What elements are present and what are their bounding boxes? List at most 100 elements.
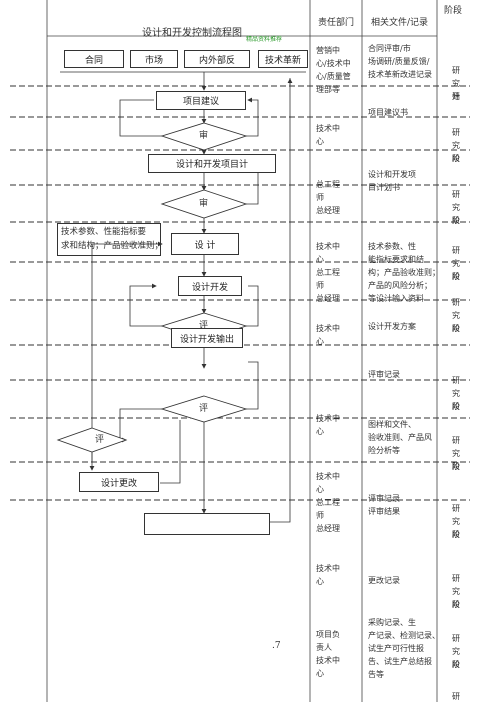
docs-cell-line: 目计划书 xyxy=(368,183,400,192)
dept-cell-line: 理部等 xyxy=(316,85,340,94)
docs-cell-line: 技术革新改进记录 xyxy=(368,70,432,79)
stage-cell-line: 究 阶 xyxy=(452,259,460,281)
dept-cell-line: 总工程 xyxy=(316,498,340,507)
stage-cell-line: 段 xyxy=(452,216,460,225)
project-proposal-box: 项目建议 xyxy=(156,91,246,110)
stage-cell-line: 究 阶 xyxy=(452,203,460,225)
stage-cell-line: 段 xyxy=(452,154,460,163)
docs-cell-line: 采购记录、生 xyxy=(368,618,416,627)
docs-cell-line: 图样和文件、 xyxy=(368,420,416,429)
stage-cell-line: 研 xyxy=(452,634,460,643)
review5-diamond xyxy=(56,427,128,453)
dept-cell-line: 师 xyxy=(316,281,324,290)
review4-diamond xyxy=(160,395,248,423)
docs-cell-line: 评审结果 xyxy=(368,507,400,516)
dept-cell-line: 心 xyxy=(316,427,324,436)
dept-cell-line: 心/质量管 xyxy=(316,72,351,81)
stage-cell-line: 研 xyxy=(452,298,460,307)
stage-cell-line: 始 xyxy=(452,92,460,101)
dept-cell-line: 心 xyxy=(316,137,324,146)
docs-cell-line: 设计开发方案 xyxy=(368,322,416,331)
review2-diamond xyxy=(160,189,248,219)
input-contract: 合同 xyxy=(64,50,124,68)
design-output-box: 设计开发输出 xyxy=(171,328,243,348)
develop-box: 设计开发 xyxy=(178,276,242,296)
dept-cell-line: 责人 xyxy=(316,643,332,652)
stage-cell-line: 段 xyxy=(452,660,460,669)
dept-cell-line: 心/技术中 xyxy=(316,59,351,68)
stage-cell-line: 段 xyxy=(452,462,460,471)
header-docs: 相关文件/记录 xyxy=(371,18,429,28)
docs-cell-line: 试生产可行性报 xyxy=(368,644,424,653)
docs-cell-line: 评审记录 xyxy=(368,370,400,379)
stage-cell-line: 段 xyxy=(452,600,460,609)
project-plan-box: 设计和开发项目计 xyxy=(148,154,276,173)
review5-label: 评 xyxy=(95,435,105,445)
dept-cell-line: 技术中 xyxy=(316,564,340,573)
stage-cell-line: 段 xyxy=(452,272,460,281)
docs-cell-line: 合同评审/市 xyxy=(368,44,411,53)
stage-cell-line: 段 xyxy=(452,402,460,411)
stage-cell-line: 究 阶 xyxy=(452,389,460,411)
watermark-label: 精品资料推荐 xyxy=(246,36,283,43)
design-change-box: 设计更改 xyxy=(79,472,159,492)
review4-label: 评 xyxy=(199,404,209,414)
dept-cell-line: 总工程 xyxy=(316,180,340,189)
header-stage: 阶段 xyxy=(444,6,463,16)
dept-cell-line: 心 xyxy=(316,337,324,346)
dept-cell-line: 心 xyxy=(316,485,324,494)
review1-diamond xyxy=(160,122,248,151)
docs-cell-line: 告、试生产总结报 xyxy=(368,657,432,666)
stage-cell-line: 段 xyxy=(452,324,460,333)
review3-label: 评 xyxy=(199,321,209,331)
docs-cell-line: 产记录、检测记录、 xyxy=(368,631,440,640)
docs-cell-line: 构；产品验收准则； xyxy=(368,268,440,277)
dept-cell-line: 技术中 xyxy=(316,324,340,333)
dept-cell-line: 技术中 xyxy=(316,124,340,133)
docs-cell-line: 险分析等 xyxy=(368,446,400,455)
stage-cell-line: 研 xyxy=(452,128,460,137)
dept-cell-line: 技术中 xyxy=(316,472,340,481)
docs-cell-line: 更改记录 xyxy=(368,576,400,585)
stage-cell-line: 段 xyxy=(452,530,460,539)
dept-cell-line: 师 xyxy=(316,511,324,520)
review1-label: 审 xyxy=(199,131,209,141)
stage-cell-line: 究 阶 xyxy=(452,449,460,471)
dept-cell-line: 营销中 xyxy=(316,46,340,55)
page-title: 设计和开发控制流程图 xyxy=(142,28,242,39)
design-input-note-line: 求和结构；产品验收准则； xyxy=(61,241,161,251)
dept-cell-line: 总工程 xyxy=(316,268,340,277)
design-input-note-line: 技术参数、性能指标要 xyxy=(61,227,147,237)
stage-cell-line: 研 xyxy=(452,66,460,75)
dept-cell-line: 总经理 xyxy=(316,524,340,533)
docs-cell-line: 产品的风险分析； xyxy=(368,281,432,290)
dept-cell-line: 总经理 xyxy=(316,206,340,215)
docs-cell-line: 告等 xyxy=(368,670,384,679)
dept-cell-line: 心 xyxy=(316,669,324,678)
stage-cell-line: 究 阶 xyxy=(452,647,460,669)
docs-cell-line: 能指标要求和结 xyxy=(368,255,424,264)
stage-cell-line: 研 xyxy=(452,436,460,445)
stage-cell-line: 研 xyxy=(452,504,460,513)
input-market: 市场 xyxy=(130,50,178,68)
input-innovation: 技术革新 xyxy=(258,50,308,68)
stage-cell-line: 研 xyxy=(452,376,460,385)
stage-cell-line: 研 xyxy=(452,574,460,583)
dept-cell-line: 技术中 xyxy=(316,656,340,665)
stage-cell-line: 研 xyxy=(452,246,460,255)
dept-cell-line: 心 xyxy=(316,255,324,264)
stage-cell-line: 究 阶 xyxy=(452,587,460,609)
header-dept: 责任部门 xyxy=(318,18,355,28)
stage-cell-line: 研 xyxy=(452,692,460,701)
docs-cell-line: 项目建议书 xyxy=(368,108,408,117)
stage-cell-line: 究 开 xyxy=(452,79,460,101)
dept-cell-line: 技术中 xyxy=(316,414,340,423)
dept-cell-line: 心 xyxy=(316,577,324,586)
dept-cell-line: 技术中 xyxy=(316,242,340,251)
stage-cell-line: 研 xyxy=(452,190,460,199)
docs-cell-line: 技术参数、性 xyxy=(368,242,416,251)
dept-cell-line: 项目负 xyxy=(316,630,340,639)
docs-cell-line: 评审记录 xyxy=(368,494,400,503)
